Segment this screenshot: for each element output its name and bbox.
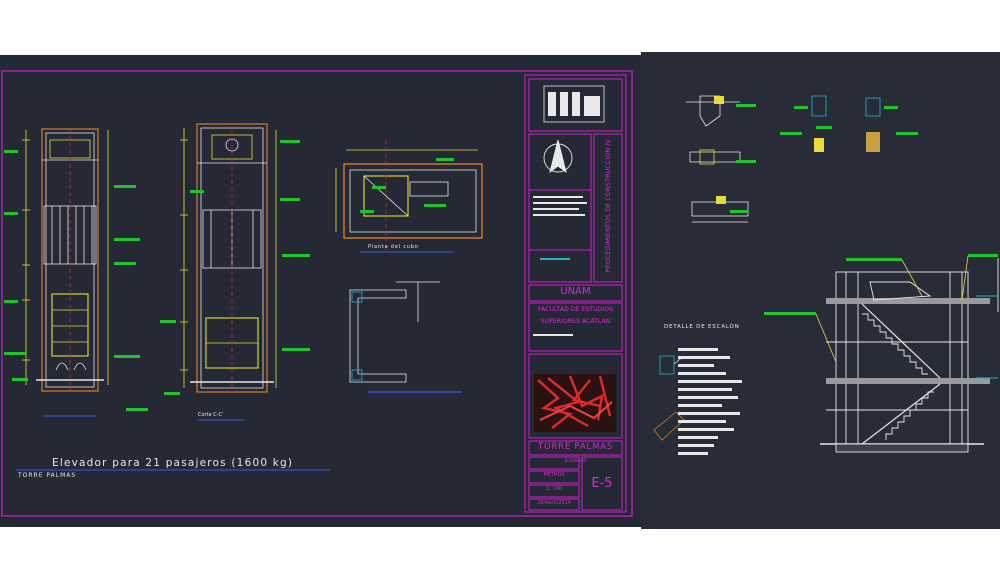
stair-section-labels <box>764 254 998 315</box>
step-details-top <box>686 95 881 223</box>
elevation-right-green-labels <box>160 140 310 395</box>
title-block-content: ELEVADOR <box>564 458 587 463</box>
shaft-plan <box>335 140 483 252</box>
step-details-labels <box>730 104 918 213</box>
title-block-scale: 1: 100 <box>546 486 562 492</box>
title-block <box>524 74 627 513</box>
corner-detail <box>349 281 440 383</box>
site-photo <box>534 374 616 432</box>
elevation-left-green-labels <box>4 150 148 411</box>
title-block-university: UNAM <box>560 286 591 297</box>
compass-north-icon <box>543 139 573 174</box>
sheet-frame <box>1 70 633 517</box>
title-block-faculty-1: FACULTAD DE ESTUDIOS <box>538 306 613 313</box>
plan-label: Planta del cubo <box>368 244 419 250</box>
title-block-vertical-text: PROCEDIMIENTOS DE CONSTRUCCION IV <box>604 139 612 273</box>
title-block-sheet-number: E-5 <box>591 476 613 491</box>
title-block-project: TORRE PALMAS <box>537 442 614 452</box>
step-detail-label: DETALLE DE ESCALÓN <box>664 324 740 330</box>
drawing-title: Elevador para 21 pasajeros (1600 kg) <box>52 457 294 469</box>
title-block-units: METROS <box>543 472 565 478</box>
title-block-date: 29/Abril/2014 <box>537 500 571 506</box>
elevator-elevation-right <box>180 123 277 393</box>
title-block-faculty-2: SUPERIORES ACATLAN <box>540 318 611 325</box>
section-label: Corte C-C' <box>198 412 224 418</box>
unam-logo-icon <box>543 85 605 123</box>
drawing-subtitle: TORRE PALMAS <box>18 472 77 479</box>
title-block-notes <box>533 196 587 336</box>
model-space-right <box>641 52 1000 529</box>
plan-green-labels <box>360 158 454 213</box>
stair-leaders <box>815 255 969 363</box>
step-detail-notes <box>678 348 742 455</box>
elevator-elevation-left <box>22 128 109 392</box>
stair-section <box>820 258 999 453</box>
